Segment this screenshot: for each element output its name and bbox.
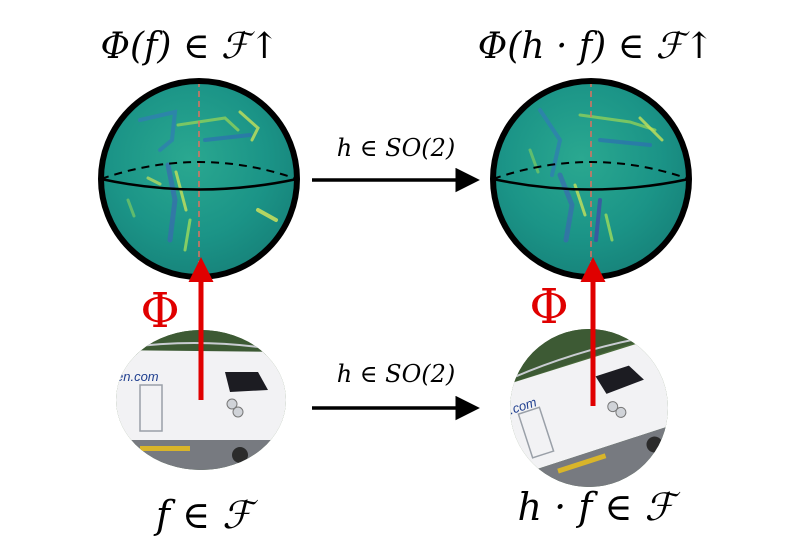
phi-label-left: Φ [140,283,179,339]
airplane-photo-right: en.com [510,329,668,487]
sphere-right [490,78,692,280]
sphere-left-equator-back [100,161,298,180]
phi-label-right: Φ [529,279,568,335]
bottom-left-label: f ∈ ℱ [153,493,258,537]
sphere-left [98,78,300,280]
airplane-left-livery-text: en.com [116,369,159,384]
sphere-left-equator [100,177,298,191]
top-arrow-label: h ∈ SO(2) [337,134,456,162]
top-left-label: Φ(f) ∈ ℱ↑ [101,26,280,67]
sphere-right-equator [492,177,690,191]
sphere-right-equator-back [492,161,690,180]
sphere-right-texture [528,108,664,243]
bottom-right-label: h · f ∈ ℱ [518,485,681,529]
sphere-left-texture [126,109,278,252]
top-right-label: Φ(h · f) ∈ ℱ↑ [478,26,714,67]
bottom-arrow-label: h ∈ SO(2) [337,360,456,388]
